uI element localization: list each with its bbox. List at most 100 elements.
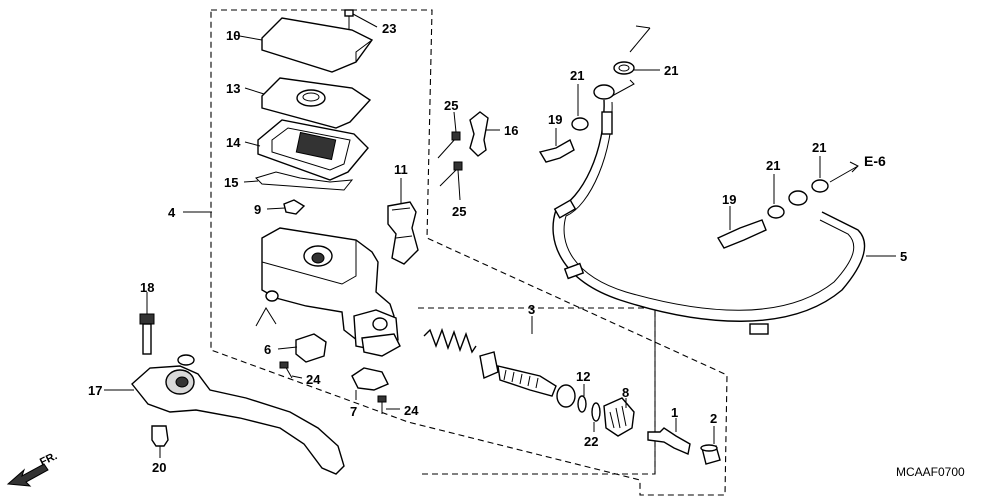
leader-9 [266, 207, 286, 210]
callout-11: 11 [394, 162, 408, 177]
callout-19b: 19 [722, 192, 736, 207]
screw-23-head [344, 9, 354, 17]
diaphragm-hole [302, 92, 320, 102]
holder-edge [391, 207, 413, 239]
leader-23 [352, 13, 378, 28]
washer-21-c [767, 205, 785, 219]
callout-25b: 25 [452, 204, 466, 219]
callout-2: 2 [710, 411, 717, 426]
hose-clamp-3 [749, 323, 769, 335]
callout-9: 9 [254, 202, 261, 217]
callout-12: 12 [576, 369, 590, 384]
callout-21c: 21 [766, 158, 780, 173]
callout-21b: 21 [570, 68, 584, 83]
callout-6: 6 [264, 342, 271, 357]
callout-24b: 24 [404, 403, 419, 418]
pushrod [647, 427, 691, 455]
bolt-25a [437, 137, 457, 159]
washer-21-top [613, 61, 635, 75]
callout-15: 15 [224, 175, 238, 190]
callout-21d: 21 [812, 140, 826, 155]
screw-24b-head [377, 395, 387, 403]
bolt-18-head [139, 313, 155, 325]
callout-5: 5 [900, 249, 907, 264]
leader-13 [244, 87, 265, 95]
callout-19a: 19 [548, 112, 562, 127]
arrow-to-top [629, 25, 651, 53]
boot-ribs [609, 405, 627, 429]
brake-switch [295, 333, 327, 363]
reference-tag: E-6 [864, 153, 886, 169]
front-arrow-icon [6, 463, 49, 487]
diaphragm-bellows [295, 131, 337, 161]
hose-clamp-1 [553, 199, 577, 219]
banjo-bolt-19b [716, 219, 767, 249]
body-boss [265, 290, 279, 302]
group-outline-master-cylinder [210, 9, 728, 496]
banjo-upper [593, 84, 615, 100]
boot-8 [603, 397, 635, 437]
callout-22: 22 [584, 434, 598, 449]
body-top-edge [261, 238, 357, 285]
banjo-bolt-19a [538, 138, 575, 163]
callout-23: 23 [382, 21, 396, 36]
leader-15 [243, 180, 259, 183]
callout-21a: 21 [664, 63, 678, 78]
screw-9 [283, 199, 306, 215]
bolt-25b [439, 167, 459, 187]
reservoir-cap [261, 17, 374, 73]
cap-2-top [700, 444, 718, 452]
brake-hose-inner [563, 101, 855, 311]
callout-13: 13 [226, 81, 240, 96]
callout-24a: 24 [306, 372, 321, 387]
spring [423, 327, 477, 354]
callout-3: 3 [528, 302, 535, 317]
washer-21-d [811, 179, 829, 193]
callout-20: 20 [152, 460, 166, 475]
leader-24a [291, 375, 303, 379]
clamp-16 [469, 111, 489, 157]
callout-10: 10 [226, 28, 240, 43]
piston [497, 365, 557, 397]
switch-bracket [351, 367, 389, 391]
front-label: FR. [38, 450, 59, 469]
brake-hose [552, 99, 866, 322]
leader-10 [233, 34, 263, 41]
lever-pivot-center [175, 376, 189, 388]
e6-arrow [829, 161, 859, 183]
banjo-arrow [611, 79, 635, 97]
bolt-18-shank [142, 323, 152, 355]
bolt-25a-head [451, 131, 461, 141]
float-plate [255, 171, 354, 191]
callout-7: 7 [350, 404, 357, 419]
callout-25a: 25 [444, 98, 458, 113]
leader-25b [457, 169, 461, 201]
leader-14 [244, 141, 261, 147]
ring-22 [591, 402, 601, 422]
bolt-25b-head [453, 161, 463, 171]
diagram-code: MCAAF0700 [896, 465, 965, 479]
leader-25a [453, 111, 457, 133]
hose-clamp-2 [563, 262, 585, 280]
arrow-mark [255, 307, 277, 327]
diaphragm-boss [296, 89, 326, 107]
callout-14: 14 [226, 135, 241, 150]
body-port-hole [311, 252, 325, 264]
leader-6 [277, 346, 298, 350]
screw-24a-head [279, 361, 289, 369]
lever-holder [387, 201, 419, 265]
washer [556, 384, 576, 408]
piston-cup [479, 351, 499, 379]
body-clamp [361, 333, 401, 357]
callout-18: 18 [140, 280, 154, 295]
washer-21-b [571, 117, 589, 131]
banjo-lower [788, 190, 808, 206]
hose-fitting-upper [601, 111, 613, 135]
callout-4: 4 [168, 205, 176, 220]
callout-8: 8 [622, 385, 629, 400]
callout-16: 16 [504, 123, 518, 138]
diaphragm-inner [271, 127, 351, 171]
adjuster-20 [151, 425, 169, 447]
